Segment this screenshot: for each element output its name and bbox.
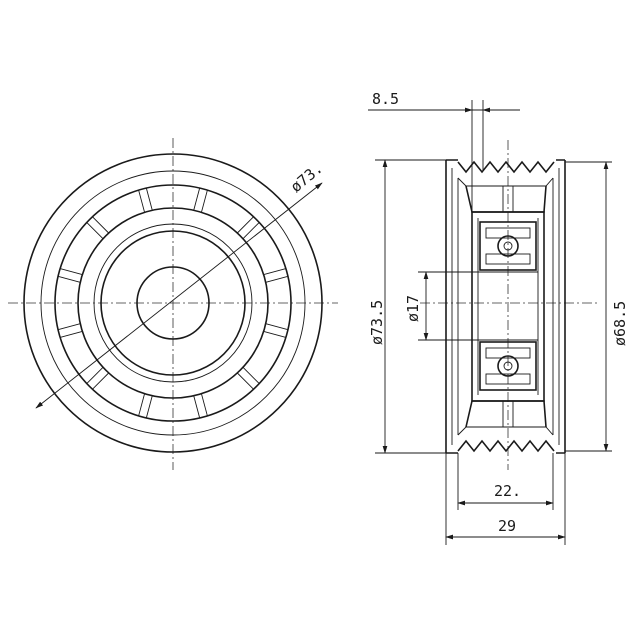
spoke-edge-2-0 bbox=[201, 393, 208, 417]
front-diameter-label: ø73. bbox=[287, 159, 326, 196]
hub-section bbox=[471, 211, 545, 402]
overall-width-label: 29 bbox=[498, 517, 516, 535]
upper-bearing-inner-race bbox=[485, 253, 531, 265]
bottom-groove-inner bbox=[457, 426, 554, 436]
pulley-section-contour bbox=[445, 159, 566, 454]
upper-bearing-outer-race bbox=[485, 227, 531, 239]
spoke-edge-0-0 bbox=[265, 323, 289, 331]
spoke-edge-6-1 bbox=[59, 268, 83, 275]
spoke-edge-8-0 bbox=[138, 189, 145, 213]
spoke-edge-8-1 bbox=[145, 187, 153, 211]
lower-web bbox=[465, 400, 547, 428]
outer-diameter-label: ø73.5 bbox=[368, 300, 386, 345]
front-diameter-dimension-line bbox=[35, 182, 323, 409]
lower-bearing-outline bbox=[479, 341, 537, 391]
lower-bearing bbox=[479, 341, 537, 391]
spoke-edge-9-0 bbox=[193, 187, 201, 211]
spoke-edge-11-0 bbox=[263, 268, 287, 275]
upper-bearing-outline bbox=[479, 221, 537, 271]
spoke-edge-3-0 bbox=[145, 395, 153, 419]
hub-width-label: 8.5 bbox=[372, 90, 399, 108]
upper-bearing bbox=[479, 221, 537, 271]
lower-bearing-outer-race bbox=[485, 373, 531, 385]
spoke-edge-3-1 bbox=[138, 393, 145, 417]
upper-web bbox=[465, 185, 547, 213]
top-poly-v-groove bbox=[457, 160, 555, 174]
top-groove-inner bbox=[457, 177, 554, 187]
bottom-poly-v-groove bbox=[457, 439, 555, 453]
front-view: ø73. bbox=[8, 138, 338, 470]
spoke-edge-6-0 bbox=[57, 275, 81, 283]
lower-bearing-inner-race bbox=[485, 347, 531, 359]
side-view: 8.5 ø73.5 ø17 ø68.5 22. 29 bbox=[368, 90, 629, 545]
spoke-edge-11-1 bbox=[265, 275, 289, 283]
groove-width-label: 22. bbox=[494, 482, 521, 500]
spoke-edge-5-0 bbox=[59, 331, 83, 338]
spoke-edge-0-1 bbox=[263, 331, 287, 338]
spoke-edge-2-1 bbox=[193, 395, 201, 419]
upper-bearing-ball bbox=[497, 235, 519, 257]
lower-bearing-ball-core bbox=[503, 361, 513, 371]
spoke-edge-5-1 bbox=[57, 323, 81, 331]
groove-diameter-label: ø68.5 bbox=[611, 301, 629, 346]
lower-bearing-ball bbox=[497, 355, 519, 377]
upper-bearing-ball-core bbox=[503, 241, 513, 251]
bore-diameter-label: ø17 bbox=[404, 295, 422, 322]
spoke-edge-9-1 bbox=[201, 189, 208, 213]
